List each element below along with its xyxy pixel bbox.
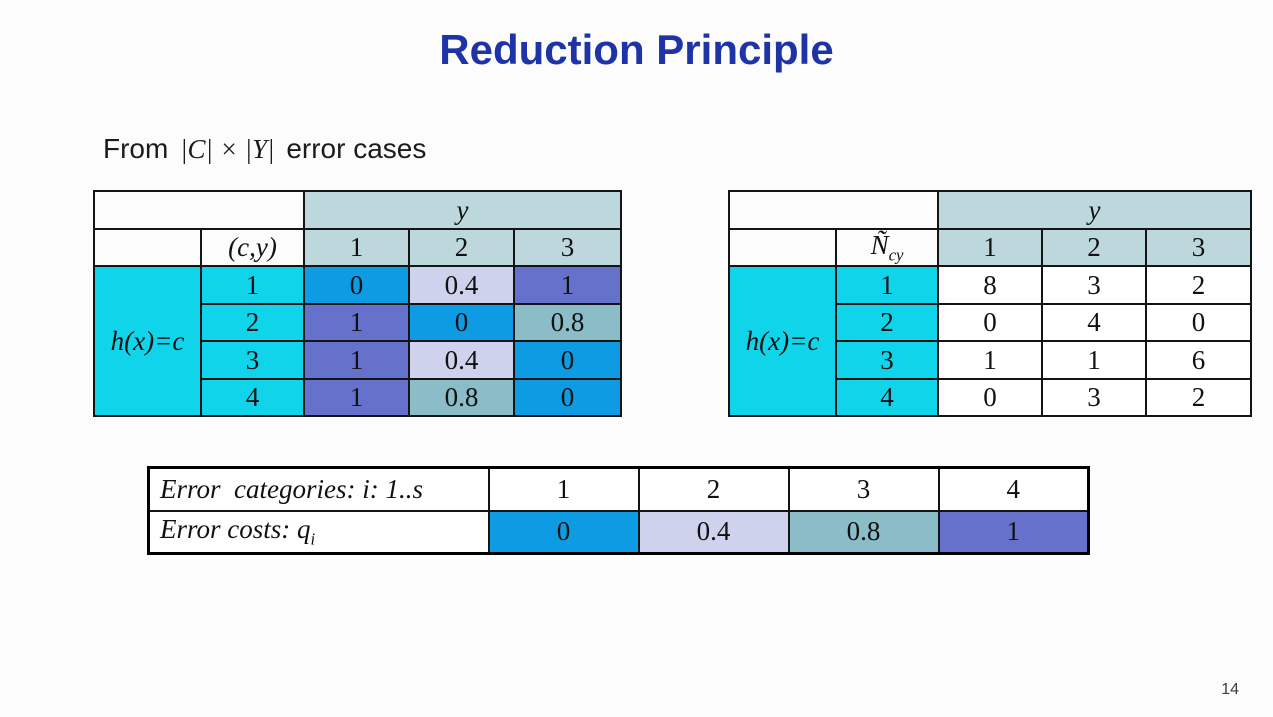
cost-cell: 0.4 — [408, 265, 515, 305]
cost-matrix-table: y (c,y) 1 2 3 h(x)=c 1 0 0.4 1 2 1 0 0.8… — [93, 190, 623, 417]
page-number: 14 — [1221, 681, 1239, 698]
left-corner-label: (c,y) — [200, 228, 305, 267]
left-col-header: 3 — [512, 228, 623, 267]
count-matrix-table: y Ñcy 1 2 3 h(x)=c 1 8 3 2 2 0 4 0 3 1 1… — [728, 190, 1253, 418]
right-col-header: 3 — [1144, 227, 1253, 268]
right-row-header: 1 — [835, 265, 939, 306]
cost-cell: 0.8 — [408, 378, 515, 417]
subtitle-suffix: error cases — [286, 133, 427, 164]
right-col-header: 1 — [937, 227, 1043, 268]
left-col-header: 2 — [408, 228, 515, 267]
count-cell: 4 — [1041, 303, 1147, 343]
count-cell: 1 — [937, 340, 1043, 381]
left-col-header: 1 — [303, 228, 410, 267]
spacer-cell — [93, 190, 305, 230]
i-subscript: i — [310, 529, 316, 549]
cost-value-cell: 0 — [487, 509, 640, 555]
count-cell: 8 — [937, 265, 1043, 306]
spacer-cell — [728, 227, 837, 268]
category-cell: 2 — [637, 466, 790, 512]
cost-value-cell: 0.4 — [637, 509, 790, 555]
categories-label: Error categories: i: 1..s — [147, 466, 490, 512]
cost-cell: 1 — [303, 303, 410, 342]
spacer-cell — [93, 228, 202, 267]
subtitle-math-expression: |C| × |Y| — [180, 134, 275, 164]
subtitle-prefix: From — [103, 133, 169, 164]
costs-label: Error costs: qi — [147, 509, 490, 555]
left-row-header: 2 — [200, 303, 305, 342]
left-side-label: h(x)=c — [93, 265, 202, 417]
page-title: Reduction Principle — [439, 26, 834, 73]
category-cell: 1 — [487, 466, 640, 512]
left-row-header: 1 — [200, 265, 305, 305]
right-row-header: 3 — [835, 340, 939, 381]
cost-cell: 1 — [303, 378, 410, 417]
right-col-header: 2 — [1041, 227, 1147, 268]
count-cell: 0 — [1144, 303, 1253, 343]
cost-value-cell: 0.8 — [787, 509, 940, 555]
cost-cell: 0 — [512, 378, 623, 417]
cost-value-cell: 1 — [937, 509, 1090, 555]
cost-cell: 0 — [408, 303, 515, 342]
cost-cell: 0.4 — [408, 340, 515, 380]
cost-cell: 1 — [512, 265, 623, 305]
left-row-header: 4 — [200, 378, 305, 417]
count-cell: 0 — [937, 378, 1043, 418]
count-cell: 3 — [1041, 378, 1147, 418]
right-corner-label: Ñcy — [835, 227, 939, 268]
cost-cell: 0.8 — [512, 303, 623, 342]
cost-cell: 1 — [303, 340, 410, 380]
count-cell: 2 — [1144, 378, 1253, 418]
count-cell: 3 — [1041, 265, 1147, 306]
spacer-cell — [728, 190, 939, 230]
count-cell: 1 — [1041, 340, 1147, 381]
subtitle: From |C| × |Y| error cases — [103, 133, 426, 165]
costs-label-text: Error costs: q — [160, 514, 311, 545]
error-costs-table: Error categories: i: 1..s 1 2 3 4 Error … — [147, 466, 1090, 555]
cost-cell: 0 — [512, 340, 623, 380]
right-side-label: h(x)=c — [728, 265, 837, 418]
count-cell: 2 — [1144, 265, 1253, 306]
count-cell: 6 — [1144, 340, 1253, 381]
left-col-group-label: y — [302, 190, 623, 230]
left-row-header: 3 — [200, 340, 305, 380]
n-tilde-symbol: Ñ — [870, 230, 889, 260]
right-row-header: 4 — [835, 378, 939, 418]
right-row-header: 2 — [835, 303, 939, 343]
cy-subscript: cy — [888, 245, 904, 265]
category-cell: 4 — [937, 466, 1090, 512]
category-cell: 3 — [787, 466, 940, 512]
right-col-group-label: y — [936, 190, 1253, 230]
cost-cell: 0 — [303, 265, 410, 305]
count-cell: 0 — [937, 303, 1043, 343]
